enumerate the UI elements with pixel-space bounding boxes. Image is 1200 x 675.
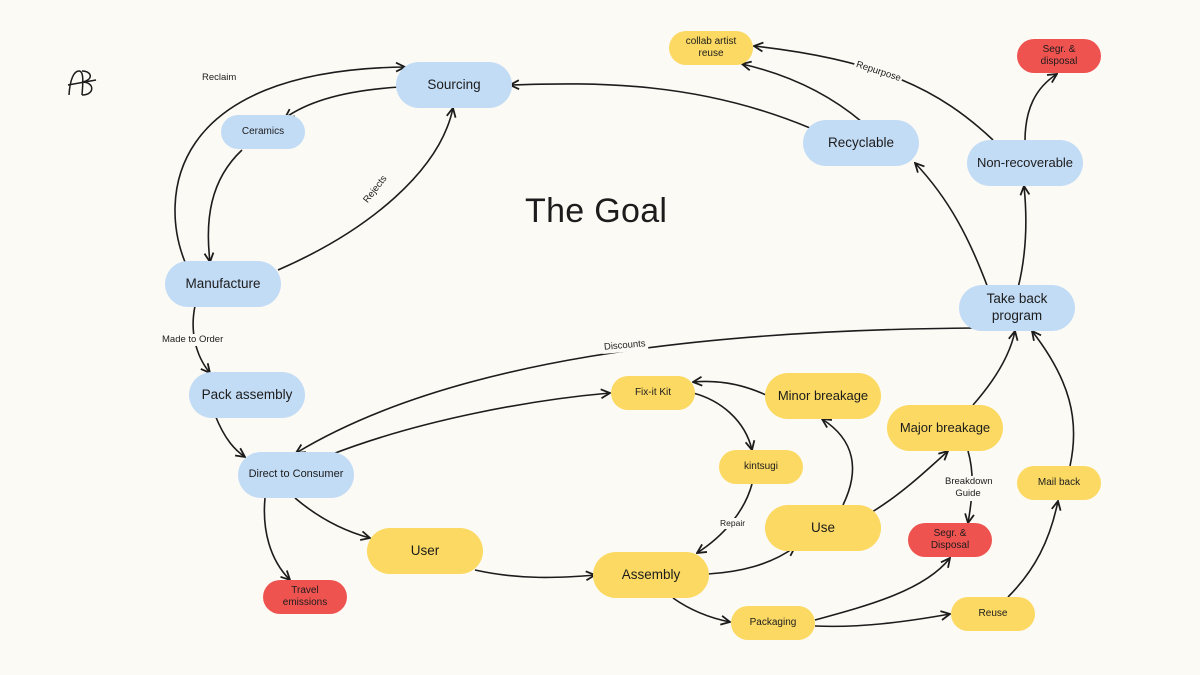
- diagram-title: The Goal: [525, 192, 668, 230]
- arrow-use-major: [871, 451, 948, 513]
- arrow-use-minor: [822, 419, 854, 506]
- node-minor-breakage: Minor breakage: [765, 373, 881, 419]
- arrow-nonrecoverable-segr: [1024, 74, 1057, 142]
- arrow-takeback-nonrecoverable: [1017, 186, 1026, 289]
- node-kintsugi: kintsugi: [719, 450, 803, 484]
- arrow-takeback-recyclable: [915, 163, 989, 289]
- arrow-sourcing-ceramics: [285, 86, 401, 118]
- arrow-ceramics-manufacture: [208, 149, 243, 262]
- arrow-recyclable-sourcing: [510, 84, 811, 129]
- edge-label-breakdown-guide: Breakdown Guide: [943, 476, 993, 501]
- edge-label-reclaim: Reclaim: [200, 72, 239, 85]
- arrow-pack-assembly-dtc: [214, 414, 245, 457]
- node-segr-disposal-top: Segr. & disposal: [1017, 39, 1101, 73]
- arrow-packaging-reuse: [814, 614, 950, 628]
- node-user: User: [367, 528, 483, 574]
- node-major-breakage: Major breakage: [887, 405, 1003, 451]
- node-use: Use: [765, 505, 881, 551]
- arrow-mailback-takeback: [1032, 331, 1075, 467]
- arrow-manufacture-rejects-sourcing: [277, 108, 453, 271]
- node-sourcing: Sourcing: [396, 62, 512, 108]
- node-take-back-program: Take back program: [959, 285, 1075, 331]
- node-packaging: Packaging: [731, 606, 815, 640]
- node-recyclable: Recyclable: [803, 120, 919, 166]
- arrow-minor-fixit: [693, 381, 767, 396]
- node-assembly: Assembly: [593, 552, 709, 598]
- arrow-major-takeback: [972, 331, 1015, 406]
- edge-label-made-to-order: Made to Order: [160, 334, 226, 347]
- ab-logo-icon: [67, 70, 97, 96]
- arrow-user-assembly: [474, 569, 595, 577]
- node-travel-emissions: Travel emissions: [263, 580, 347, 614]
- node-pack-assembly: Pack assembly: [189, 372, 305, 418]
- node-fix-it-kit: Fix-it Kit: [611, 376, 695, 410]
- arrow-packaging-segr: [814, 558, 950, 621]
- arrow-fixit-kintsugi: [692, 392, 752, 450]
- node-collab-artist-reuse: collab artist reuse: [669, 31, 753, 65]
- arrow-manufacture-reclaim-sourcing: [174, 67, 405, 263]
- arrow-reuse-mailback: [1007, 501, 1058, 598]
- arrow-assembly-packaging: [672, 597, 730, 622]
- node-ceramics: Ceramics: [221, 115, 305, 149]
- node-reuse: Reuse: [951, 597, 1035, 631]
- node-mail-back: Mail back: [1017, 466, 1101, 500]
- arrow-recyclable-collab: [742, 64, 863, 123]
- arrow-dtc-user: [294, 497, 370, 538]
- node-manufacture: Manufacture: [165, 261, 281, 307]
- arrow-dtc-travel: [263, 497, 290, 580]
- arrow-assembly-use: [707, 547, 795, 575]
- arrow-takeback-discounts-dtc: [296, 327, 976, 453]
- arrow-dtc-fixit: [329, 393, 610, 456]
- edge-label-repair: Repair: [718, 518, 748, 530]
- node-non-recoverable: Non-recoverable: [967, 140, 1083, 186]
- node-direct-to-consumer: Direct to Consumer: [238, 452, 354, 498]
- node-segr-disposal-bottom: Segr. & Disposal: [908, 523, 992, 557]
